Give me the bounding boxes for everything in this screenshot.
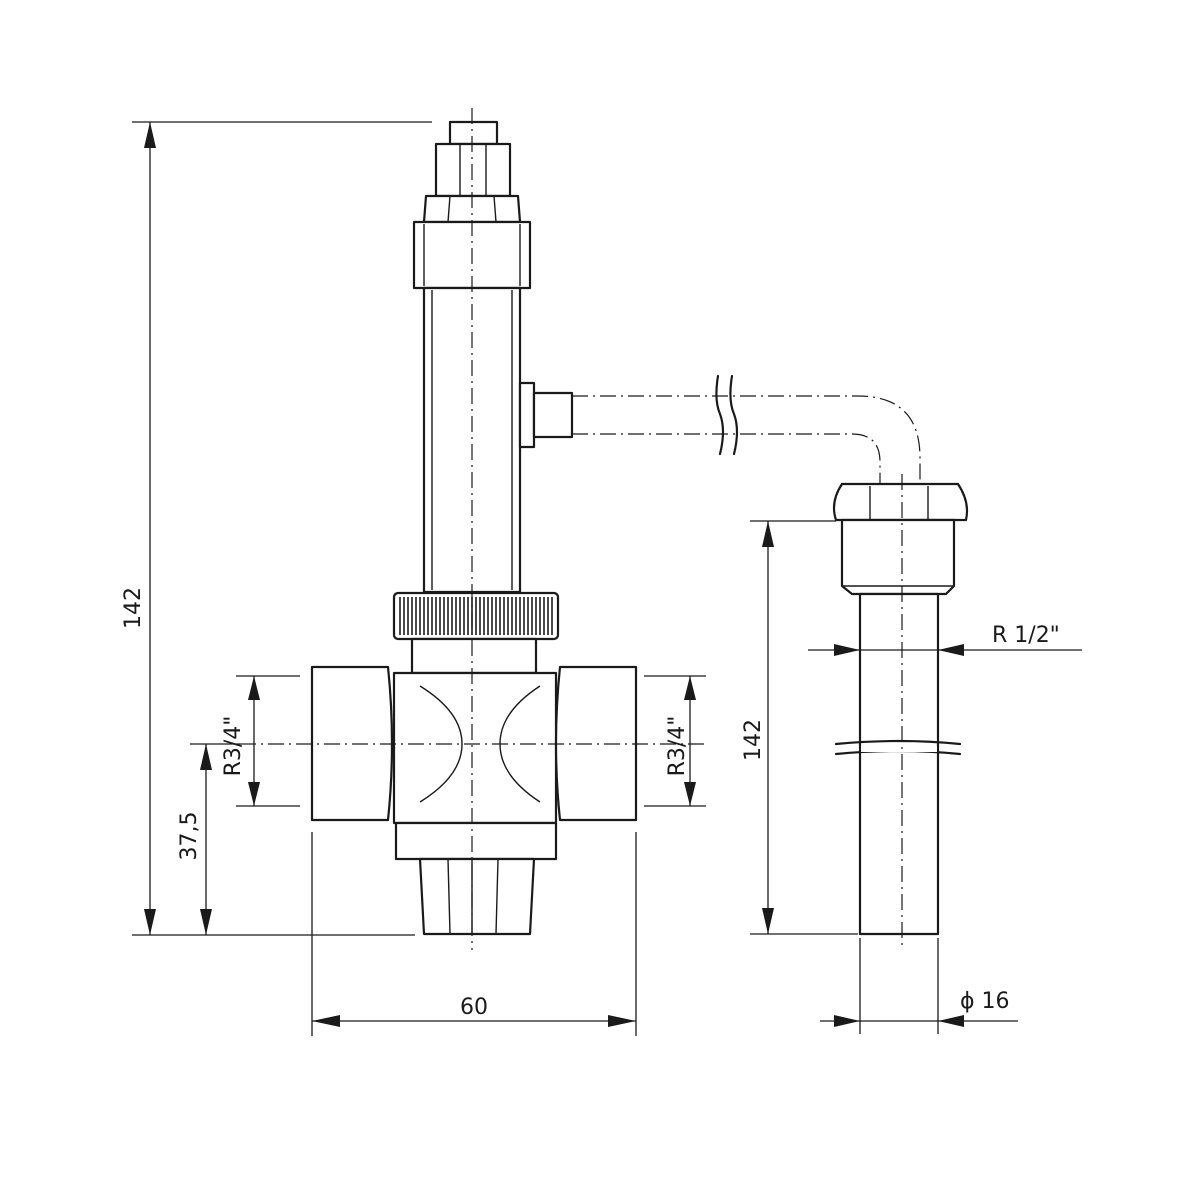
- dimension-labels: 142 37,5 R3/4" R3/4" 60 142 R 1/2" ϕ 16: [121, 587, 1060, 1020]
- label-left-thread: R3/4": [221, 716, 246, 777]
- side-connector: [518, 381, 574, 449]
- body-neck: [410, 637, 538, 675]
- dimension-lines: [132, 121, 1082, 1036]
- right-port: [554, 665, 638, 822]
- label-pipe-thread: R 1/2": [992, 623, 1060, 648]
- sensor-collar: [840, 518, 956, 596]
- sensor-hex-nut: [832, 482, 969, 522]
- label-pipe-diameter: ϕ 16: [960, 989, 1010, 1014]
- valve-body: [392, 671, 558, 825]
- label-right-thread: R3/4": [665, 716, 690, 777]
- bottom-hex: [418, 857, 536, 936]
- label-overall-height-left: 142: [121, 587, 146, 629]
- valve-assembly: [240, 108, 708, 950]
- capillary-tube: [572, 374, 921, 488]
- label-width: 60: [460, 995, 488, 1020]
- sensor-tube: [834, 592, 962, 936]
- top-cap: [434, 120, 512, 198]
- label-overall-height-right: 142: [741, 719, 766, 761]
- left-port: [310, 665, 394, 822]
- bottom-band: [394, 821, 558, 861]
- knurled-ring: [392, 591, 560, 641]
- label-inlet-height: 37,5: [177, 812, 202, 861]
- sensor-assembly: [832, 474, 969, 948]
